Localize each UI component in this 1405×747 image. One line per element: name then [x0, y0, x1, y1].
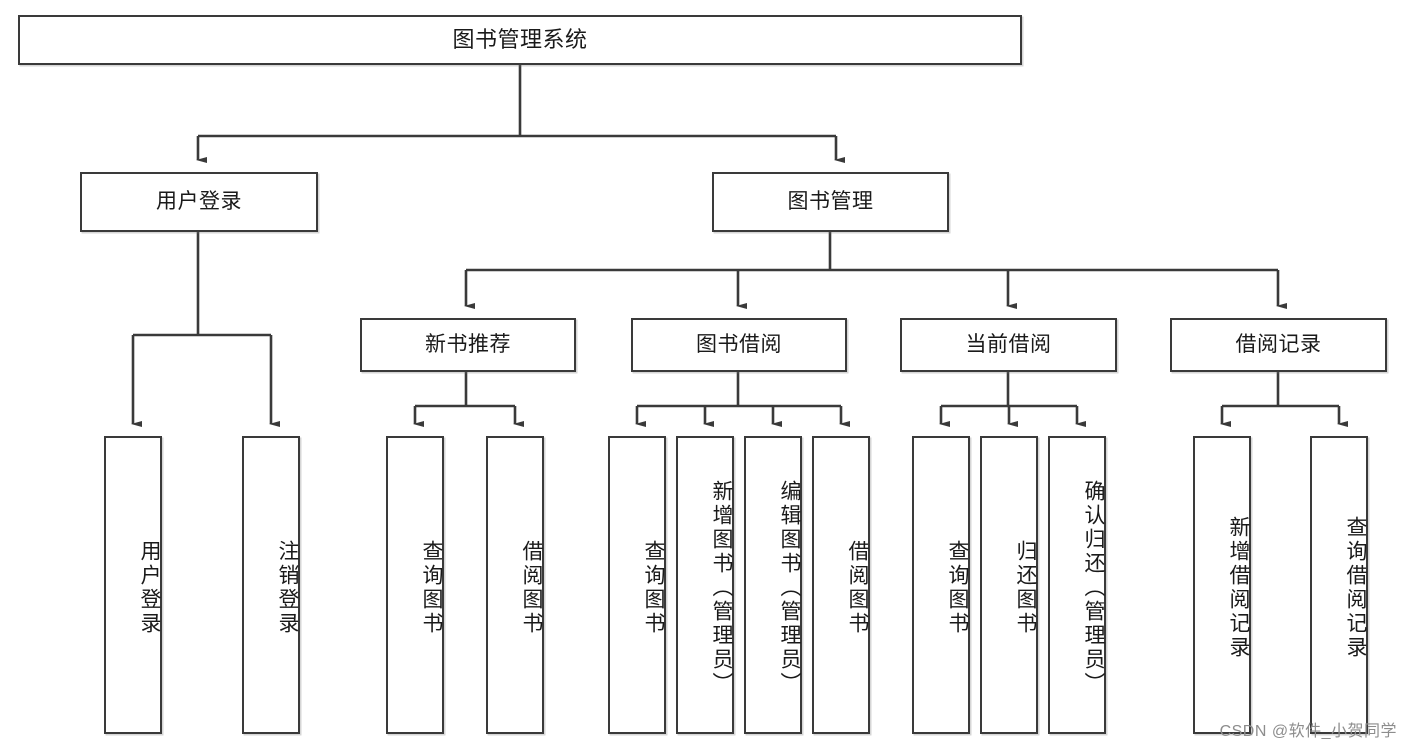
node-label: 确认归还（管理员） [1082, 480, 1105, 696]
leaf-borrow-book-newbook[interactable]: 借阅图书 [486, 436, 544, 734]
leaf-user-login[interactable]: 用户登录 [104, 436, 162, 734]
node-label: 查询图书 [642, 540, 665, 636]
node-book-borrow[interactable]: 图书借阅 [631, 318, 847, 372]
leaf-edit-book-admin[interactable]: 编辑图书（管理员） [744, 436, 802, 734]
leaf-logout[interactable]: 注销登录 [242, 436, 300, 734]
node-label: 图书管理 [787, 190, 874, 214]
node-book-management[interactable]: 图书管理 [712, 172, 949, 232]
node-label: 借阅图书 [846, 540, 869, 636]
leaf-query-book-newbook[interactable]: 查询图书 [386, 436, 444, 734]
leaf-add-borrow-record[interactable]: 新增借阅记录 [1193, 436, 1251, 734]
node-label: 图书管理系统 [452, 26, 588, 52]
node-label: 用户登录 [138, 540, 161, 636]
leaf-query-book-borrow[interactable]: 查询图书 [608, 436, 666, 734]
node-label: 新书推荐 [425, 333, 511, 357]
node-label: 查询图书 [946, 540, 969, 636]
leaf-borrow-book-borrow[interactable]: 借阅图书 [812, 436, 870, 734]
node-label: 当前借阅 [965, 333, 1052, 357]
leaf-confirm-return-admin[interactable]: 确认归还（管理员） [1048, 436, 1106, 734]
leaf-add-book-admin[interactable]: 新增图书（管理员） [676, 436, 734, 734]
node-user-login[interactable]: 用户登录 [80, 172, 318, 232]
node-borrow-record[interactable]: 借阅记录 [1170, 318, 1387, 372]
node-label: 用户登录 [156, 190, 242, 214]
node-label: 查询借阅记录 [1344, 516, 1367, 660]
leaf-query-book-current[interactable]: 查询图书 [912, 436, 970, 734]
node-current-borrow[interactable]: 当前借阅 [900, 318, 1117, 372]
node-label: 新增图书（管理员） [710, 480, 733, 696]
leaf-query-borrow-record[interactable]: 查询借阅记录 [1310, 436, 1368, 734]
node-label: 借阅图书 [520, 540, 543, 636]
node-label: 查询图书 [420, 540, 443, 636]
node-label: 图书借阅 [696, 333, 782, 357]
node-label: 借阅记录 [1235, 333, 1322, 357]
node-label: 新增借阅记录 [1227, 516, 1250, 660]
node-label: 归还图书 [1014, 540, 1037, 636]
node-new-book-recommend[interactable]: 新书推荐 [360, 318, 576, 372]
node-root-book-management-system[interactable]: 图书管理系统 [18, 15, 1022, 65]
node-label: 编辑图书（管理员） [778, 480, 801, 696]
watermark-csdn: CSDN @软件_小贺同学 [1219, 723, 1397, 740]
node-label: 注销登录 [276, 540, 299, 636]
leaf-return-book[interactable]: 归还图书 [980, 436, 1038, 734]
